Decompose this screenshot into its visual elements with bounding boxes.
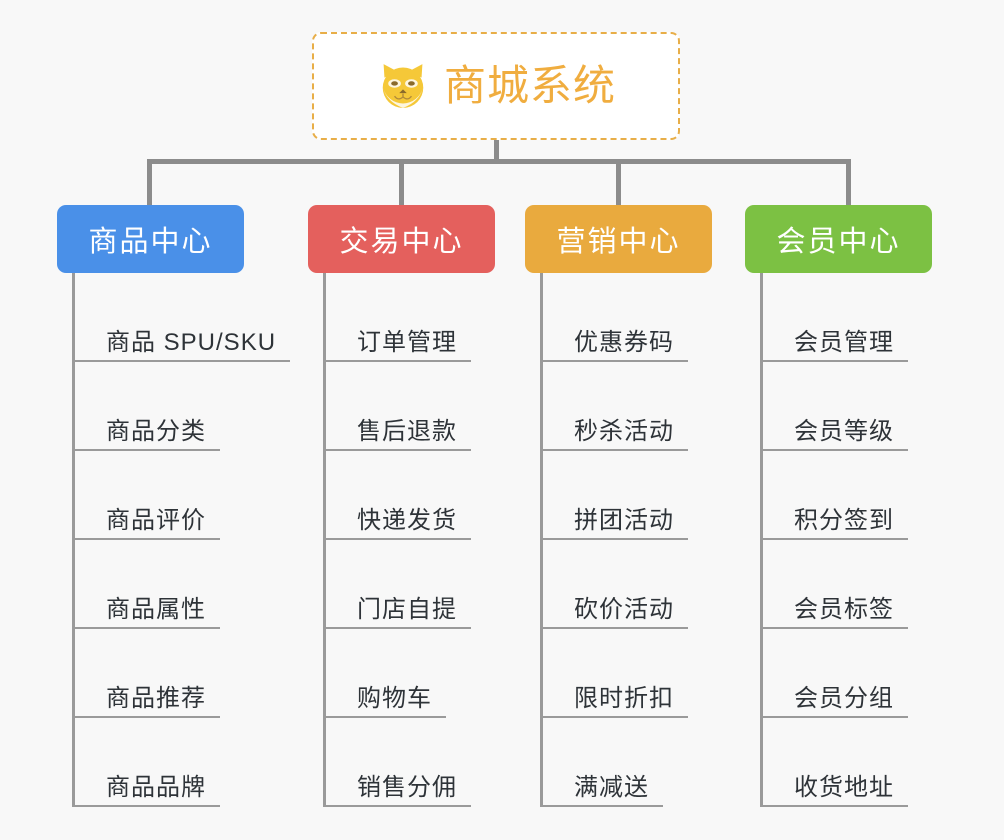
leaf-label: 砍价活动 [574, 596, 674, 623]
leaf-underline [326, 716, 446, 718]
leaf-item[interactable]: 满减送 [543, 718, 737, 807]
leaf-label: 秒杀活动 [574, 418, 674, 445]
branch-header-label: 营销中心 [556, 226, 681, 258]
branch-header-label: 交易中心 [339, 226, 464, 258]
leaf-item[interactable]: 商品推荐 [75, 629, 307, 718]
leaf-label: 商品品牌 [106, 774, 206, 801]
leaf-item[interactable]: 门店自提 [326, 540, 526, 629]
branch-column-4: 会员中心 会员管理 会员等级 积分签到 会员标签 会员分组 收货地址 [745, 205, 955, 807]
leaf-item[interactable]: 限时折扣 [543, 629, 737, 718]
leaf-item[interactable]: 优惠券码 [543, 273, 737, 362]
branch-column-3: 营销中心 优惠券码 秒杀活动 拼团活动 砍价活动 限时折扣 满减送 [525, 205, 737, 807]
leaf-label: 销售分佣 [357, 774, 457, 801]
leaf-underline [543, 805, 663, 807]
branch-header-2[interactable]: 交易中心 [308, 205, 495, 273]
leaf-underline [543, 360, 688, 362]
branch-body-2: 订单管理 售后退款 快递发货 门店自提 购物车 销售分佣 [323, 273, 526, 807]
leaf-label: 拼团活动 [574, 507, 674, 534]
leaf-item[interactable]: 积分签到 [763, 451, 955, 540]
connector-drop-4 [846, 159, 851, 207]
leaf-item[interactable]: 商品品牌 [75, 718, 307, 807]
root-node[interactable]: 商城系统 [312, 32, 680, 140]
leaf-label: 满减送 [574, 774, 649, 801]
connector-drop-1 [147, 159, 152, 207]
leaf-item[interactable]: 订单管理 [326, 273, 526, 362]
leaf-underline [543, 538, 688, 540]
branch-header-4[interactable]: 会员中心 [745, 205, 932, 273]
leaf-label: 售后退款 [357, 418, 457, 445]
leaf-label: 商品 SPU/SKU [106, 329, 277, 356]
branch-column-2: 交易中心 订单管理 售后退款 快递发货 门店自提 购物车 销售分佣 [308, 205, 526, 807]
leaf-label: 商品属性 [106, 596, 206, 623]
branch-header-1[interactable]: 商品中心 [57, 205, 244, 273]
leaf-underline [763, 716, 908, 718]
leaf-label: 收货地址 [794, 774, 894, 801]
leaf-underline [763, 805, 908, 807]
leaf-underline [326, 360, 471, 362]
leaf-underline [543, 627, 688, 629]
leaf-label: 快递发货 [357, 507, 457, 534]
leaf-label: 门店自提 [357, 596, 457, 623]
leaf-label: 会员分组 [794, 685, 894, 712]
leaf-label: 商品推荐 [106, 685, 206, 712]
leaf-underline [326, 538, 471, 540]
leaf-item[interactable]: 会员标签 [763, 540, 955, 629]
leaf-underline [543, 716, 688, 718]
leaf-label: 积分签到 [794, 507, 894, 534]
leaf-label: 会员等级 [794, 418, 894, 445]
leaf-underline [763, 538, 908, 540]
leaf-item[interactable]: 销售分佣 [326, 718, 526, 807]
leaf-item[interactable]: 商品 SPU/SKU [75, 273, 307, 362]
leaf-label: 订单管理 [357, 329, 457, 356]
leaf-label: 限时折扣 [574, 685, 674, 712]
leaf-item[interactable]: 会员分组 [763, 629, 955, 718]
leaf-label: 购物车 [357, 685, 432, 712]
leaf-underline [75, 716, 220, 718]
root-title: 商城系统 [443, 62, 616, 109]
leaf-item[interactable]: 商品属性 [75, 540, 307, 629]
leaf-item[interactable]: 砍价活动 [543, 540, 737, 629]
leaf-item[interactable]: 会员管理 [763, 273, 955, 362]
leaf-item[interactable]: 拼团活动 [543, 451, 737, 540]
leaf-item[interactable]: 售后退款 [326, 362, 526, 451]
leaf-underline [75, 360, 290, 362]
leaf-item[interactable]: 会员等级 [763, 362, 955, 451]
leaf-underline [543, 449, 688, 451]
leaf-label: 商品分类 [106, 418, 206, 445]
connector-bus [147, 159, 851, 164]
leaf-item[interactable]: 购物车 [326, 629, 526, 718]
leaf-underline [326, 449, 471, 451]
leaf-underline [763, 360, 908, 362]
branch-header-label: 商品中心 [88, 226, 213, 258]
branch-body-1: 商品 SPU/SKU 商品分类 商品评价 商品属性 商品推荐 商品品牌 [72, 273, 307, 807]
shiba-dog-face-icon [382, 64, 424, 108]
connector-drop-2 [399, 159, 404, 207]
leaf-item[interactable]: 收货地址 [763, 718, 955, 807]
leaf-label: 会员管理 [794, 329, 894, 356]
leaf-label: 优惠券码 [574, 329, 674, 356]
leaf-underline [763, 449, 908, 451]
leaf-item[interactable]: 秒杀活动 [543, 362, 737, 451]
connector-root-stem [494, 140, 499, 162]
branch-column-1: 商品中心 商品 SPU/SKU 商品分类 商品评价 商品属性 商品推荐 商品品牌 [57, 205, 307, 807]
leaf-item[interactable]: 商品评价 [75, 451, 307, 540]
leaf-underline [75, 449, 220, 451]
branch-body-3: 优惠券码 秒杀活动 拼团活动 砍价活动 限时折扣 满减送 [540, 273, 737, 807]
branch-header-3[interactable]: 营销中心 [525, 205, 712, 273]
leaf-underline [75, 805, 220, 807]
leaf-underline [75, 538, 220, 540]
leaf-item[interactable]: 商品分类 [75, 362, 307, 451]
branch-header-label: 会员中心 [776, 226, 901, 258]
leaf-label: 会员标签 [794, 596, 894, 623]
leaf-underline [763, 627, 908, 629]
leaf-label: 商品评价 [106, 507, 206, 534]
leaf-underline [75, 627, 220, 629]
branch-body-4: 会员管理 会员等级 积分签到 会员标签 会员分组 收货地址 [760, 273, 955, 807]
leaf-underline [326, 805, 471, 807]
leaf-item[interactable]: 快递发货 [326, 451, 526, 540]
leaf-underline [326, 627, 471, 629]
connector-drop-3 [616, 159, 621, 207]
